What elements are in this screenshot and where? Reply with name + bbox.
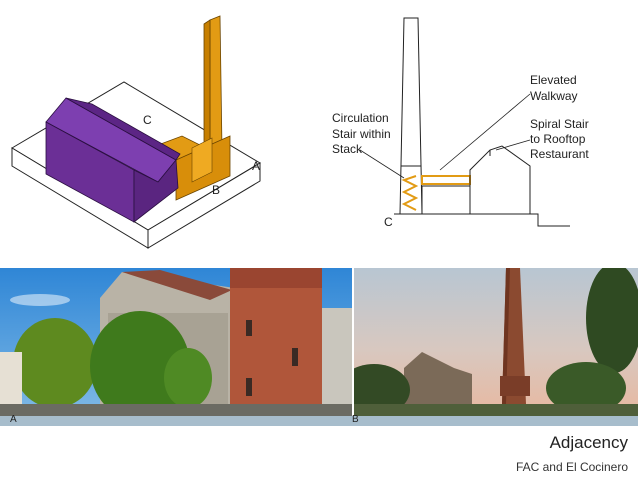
- photo-caption-strip: [0, 416, 638, 426]
- axon-label-a: A: [252, 159, 260, 173]
- ground-line: [394, 213, 570, 227]
- leader-lines: [359, 93, 531, 179]
- circulation-stair-label: Circulation Stair within Stack: [332, 111, 394, 156]
- section-label-c: C: [384, 215, 393, 229]
- axonometric-diagram: C B A: [11, 15, 261, 249]
- photo-warehouse-chimney-base: [0, 268, 352, 416]
- photo-chimney-sunset: [354, 268, 638, 416]
- warehouse-section: [469, 145, 531, 214]
- elevated-walkway-label: Elevated Walkway: [530, 73, 580, 103]
- photo-a-tag: A: [10, 414, 17, 425]
- axon-label-b: B: [212, 183, 220, 197]
- page-subtitle: FAC and El Cocinero: [515, 460, 628, 474]
- page-title: Adjacency: [549, 433, 628, 452]
- elevated-walkway: [421, 175, 471, 215]
- spiral-stair-label: Spiral Stair to Rooftop Restaurant: [530, 117, 592, 161]
- photo-b-tag: B: [352, 414, 359, 425]
- warehouse-volume: [45, 97, 181, 223]
- section-diagram: Circulation Stair within Stack Elevated …: [332, 17, 592, 229]
- axon-label-c: C: [143, 113, 152, 127]
- spiral-stair: [401, 175, 419, 211]
